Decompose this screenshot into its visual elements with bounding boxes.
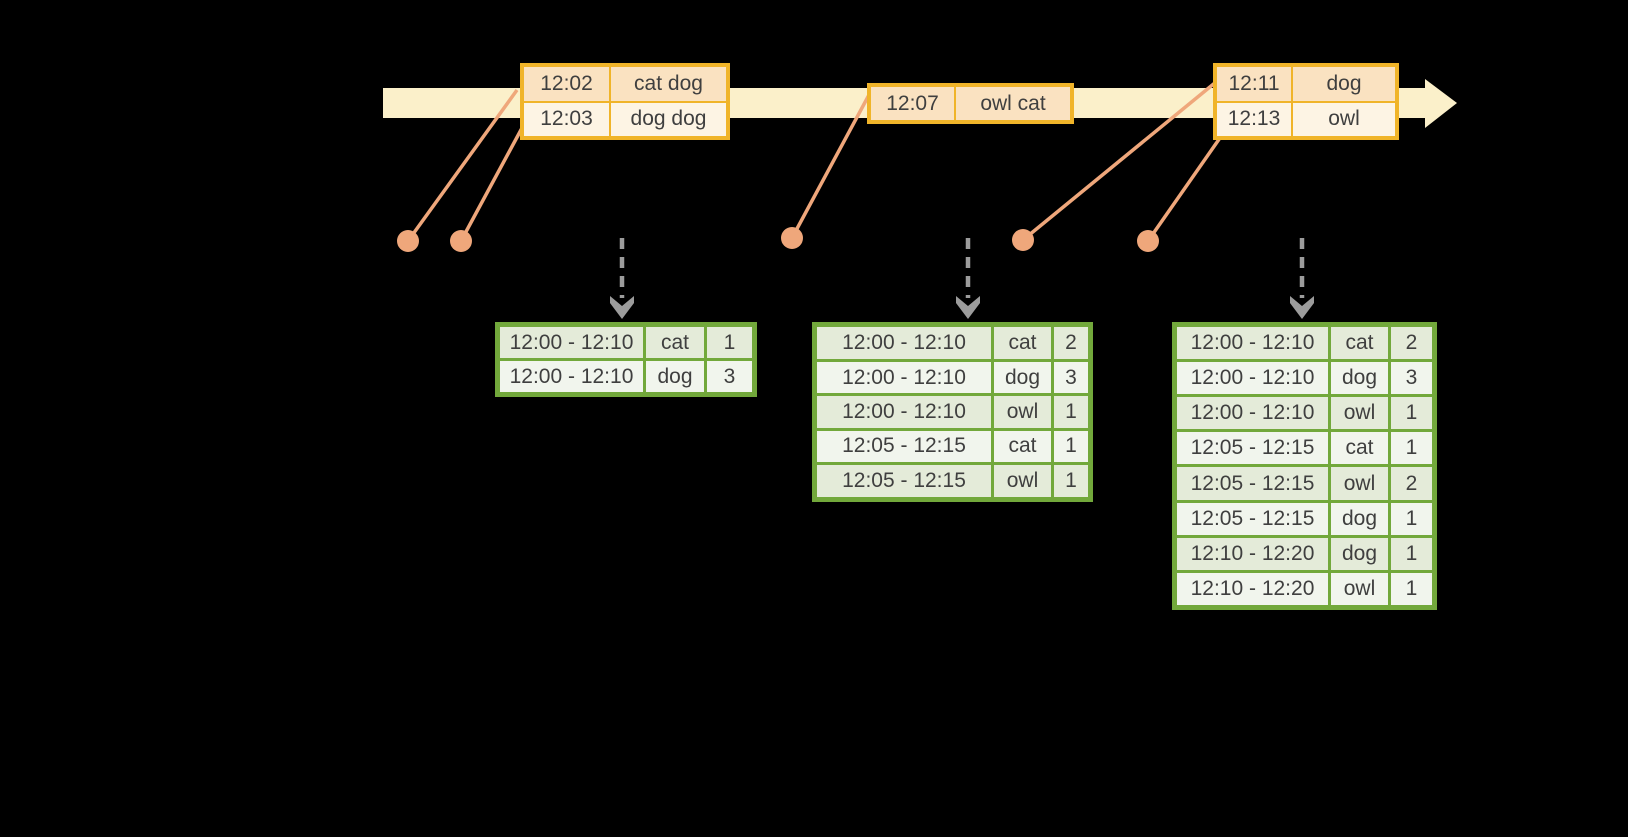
event-connector-line [1146, 133, 1224, 243]
result-count-cell: 2 [1388, 322, 1436, 363]
event-time-cell: 12:13 [1214, 100, 1293, 139]
result-count-cell: 1 [1051, 393, 1092, 431]
result-word-cell: owl [1328, 394, 1391, 433]
event-connector-line [459, 127, 524, 242]
result-count-cell: 1 [1051, 427, 1092, 466]
event-marker-dot [1012, 229, 1034, 251]
timeline-arrowhead-icon [1425, 79, 1457, 128]
result-count-cell: 1 [1388, 429, 1436, 468]
trigger-arrow-icon [956, 238, 980, 319]
result-window-cell: 12:00 - 12:10 [1173, 359, 1331, 398]
result-window-cell: 12:00 - 12:10 [1173, 322, 1331, 363]
result-word-cell: cat [991, 427, 1054, 466]
event-time-cell: 12:07 [868, 84, 956, 123]
event-words-cell: dog dog [609, 100, 729, 139]
result-count-cell: 1 [1388, 569, 1436, 610]
result-count-cell: 2 [1388, 464, 1436, 503]
event-connector-line [790, 92, 872, 239]
event-time-cell: 12:11 [1214, 64, 1293, 103]
result-word-cell: owl [991, 393, 1054, 431]
result-count-cell: 1 [1388, 499, 1436, 538]
trigger-arrow-icon [610, 238, 634, 319]
result-word-cell: cat [1328, 322, 1391, 363]
result-word-cell: cat [1328, 429, 1391, 468]
result-window-cell: 12:00 - 12:10 [813, 323, 994, 362]
result-window-cell: 12:05 - 12:15 [1173, 499, 1331, 538]
event-words-cell: owl cat [954, 84, 1073, 123]
event-marker-dot [1137, 230, 1159, 252]
result-word-cell: dog [1328, 359, 1391, 398]
event-time-cell: 12:03 [521, 100, 611, 139]
result-window-cell: 12:00 - 12:10 [813, 393, 994, 431]
event-connector-line [1021, 80, 1218, 242]
event-words-cell: owl [1291, 100, 1398, 139]
result-window-cell: 12:00 - 12:10 [496, 323, 646, 361]
result-window-cell: 12:00 - 12:10 [813, 358, 994, 397]
result-word-cell: dog [1328, 534, 1391, 573]
result-count-cell: 3 [1051, 358, 1092, 397]
event-time-cell: 12:02 [521, 64, 611, 103]
result-window-cell: 12:00 - 12:10 [1173, 394, 1331, 433]
result-word-cell: dog [643, 358, 707, 396]
result-word-cell: dog [991, 358, 1054, 397]
event-connector-line [406, 88, 519, 243]
result-count-cell: 2 [1051, 323, 1092, 362]
result-count-cell: 1 [1388, 534, 1436, 573]
result-count-cell: 1 [704, 323, 756, 361]
trigger-arrow-icon [1290, 238, 1314, 319]
result-window-cell: 12:05 - 12:15 [813, 427, 994, 466]
event-marker-dot [450, 230, 472, 252]
result-word-cell: owl [1328, 464, 1391, 503]
result-window-cell: 12:00 - 12:10 [496, 358, 646, 396]
event-words-cell: dog [1291, 64, 1398, 103]
event-marker-dot [397, 230, 419, 252]
result-count-cell: 3 [704, 358, 756, 396]
event-words-cell: cat dog [609, 64, 729, 103]
event-marker-dot [781, 227, 803, 249]
result-count-cell: 1 [1388, 394, 1436, 433]
result-window-cell: 12:05 - 12:15 [1173, 429, 1331, 468]
result-window-cell: 12:10 - 12:20 [1173, 534, 1331, 573]
result-count-cell: 1 [1051, 462, 1092, 501]
result-word-cell: owl [1328, 569, 1391, 610]
result-window-cell: 12:05 - 12:15 [813, 462, 994, 501]
result-count-cell: 3 [1388, 359, 1436, 398]
result-word-cell: cat [991, 323, 1054, 362]
result-word-cell: cat [643, 323, 707, 361]
result-word-cell: owl [991, 462, 1054, 501]
result-window-cell: 12:10 - 12:20 [1173, 569, 1331, 610]
result-window-cell: 12:05 - 12:15 [1173, 464, 1331, 503]
result-word-cell: dog [1328, 499, 1391, 538]
